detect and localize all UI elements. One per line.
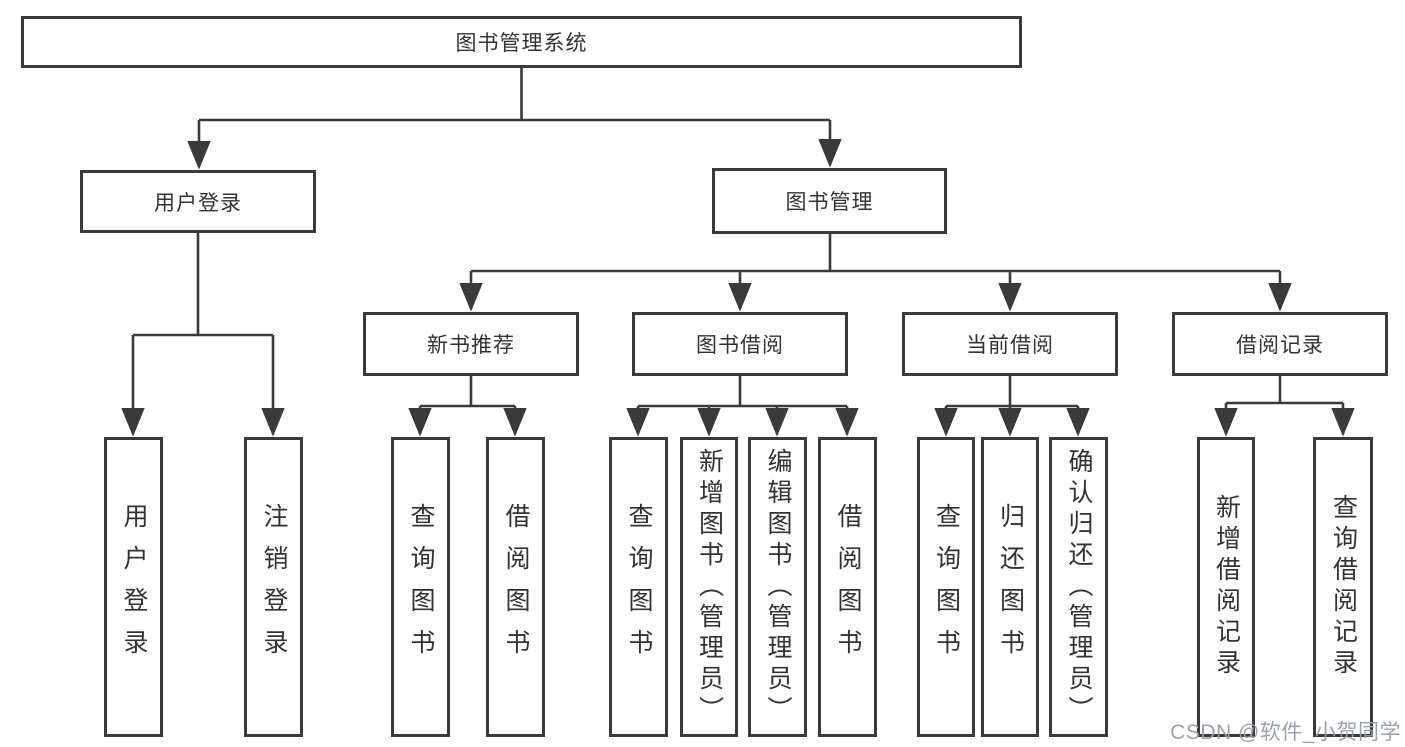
leaf-user-login: 用户登录 — [104, 437, 163, 737]
leaf-borrow-search-label: 查询图书 — [625, 503, 653, 671]
leaf-newbook-search: 查询图书 — [391, 437, 450, 737]
node-new-book-recommend: 新书推荐 — [363, 312, 579, 376]
leaf-current-confirm-admin: 确认归还（管理员） — [1049, 437, 1108, 737]
node-current-borrow-label: 当前借阅 — [966, 334, 1054, 357]
leaf-record-search: 查询借阅记录 — [1313, 437, 1373, 737]
node-book-borrow: 图书借阅 — [632, 312, 848, 376]
leaf-borrow-borrow: 借阅图书 — [818, 437, 877, 737]
leaf-borrow-search: 查询图书 — [609, 437, 668, 737]
node-root-label: 图书管理系统 — [455, 32, 588, 55]
node-book-management-label: 图书管理 — [785, 191, 874, 214]
leaf-current-confirm-admin-label: 确认归还（管理员） — [1065, 447, 1093, 727]
leaf-record-search-label: 查询借阅记录 — [1329, 494, 1358, 680]
leaf-user-login-label: 用户登录 — [120, 503, 148, 671]
node-user-login-label: 用户登录 — [154, 191, 242, 215]
leaf-current-return-label: 归还图书 — [996, 503, 1025, 671]
leaf-newbook-borrow: 借阅图书 — [486, 437, 545, 737]
leaf-logout-label: 注销登录 — [260, 503, 288, 671]
leaf-current-search-label: 查询图书 — [932, 503, 961, 671]
leaf-borrow-add-admin-label: 新增图书（管理员） — [695, 447, 724, 727]
leaf-borrow-edit-admin-label: 编辑图书（管理员） — [764, 447, 792, 727]
node-user-login: 用户登录 — [80, 170, 316, 233]
leaf-borrow-add-admin: 新增图书（管理员） — [680, 437, 738, 737]
leaf-borrow-edit-admin: 编辑图书（管理员） — [748, 437, 807, 737]
node-book-borrow-label: 图书借阅 — [696, 334, 784, 357]
node-book-management: 图书管理 — [712, 168, 947, 234]
leaf-record-add-label: 新增借阅记录 — [1212, 494, 1241, 680]
leaf-borrow-borrow-label: 借阅图书 — [834, 503, 862, 671]
leaf-current-return: 归还图书 — [981, 437, 1039, 737]
node-new-book-recommend-label: 新书推荐 — [427, 334, 515, 357]
leaf-newbook-borrow-label: 借阅图书 — [502, 503, 530, 671]
leaf-record-add: 新增借阅记录 — [1197, 437, 1255, 737]
leaf-current-search: 查询图书 — [917, 437, 975, 737]
node-root: 图书管理系统 — [21, 16, 1022, 68]
leaf-newbook-search-label: 查询图书 — [407, 503, 435, 671]
node-borrow-record: 借阅记录 — [1172, 312, 1388, 376]
leaf-logout: 注销登录 — [244, 437, 303, 737]
node-borrow-record-label: 借阅记录 — [1236, 334, 1324, 357]
node-current-borrow: 当前借阅 — [902, 312, 1118, 376]
